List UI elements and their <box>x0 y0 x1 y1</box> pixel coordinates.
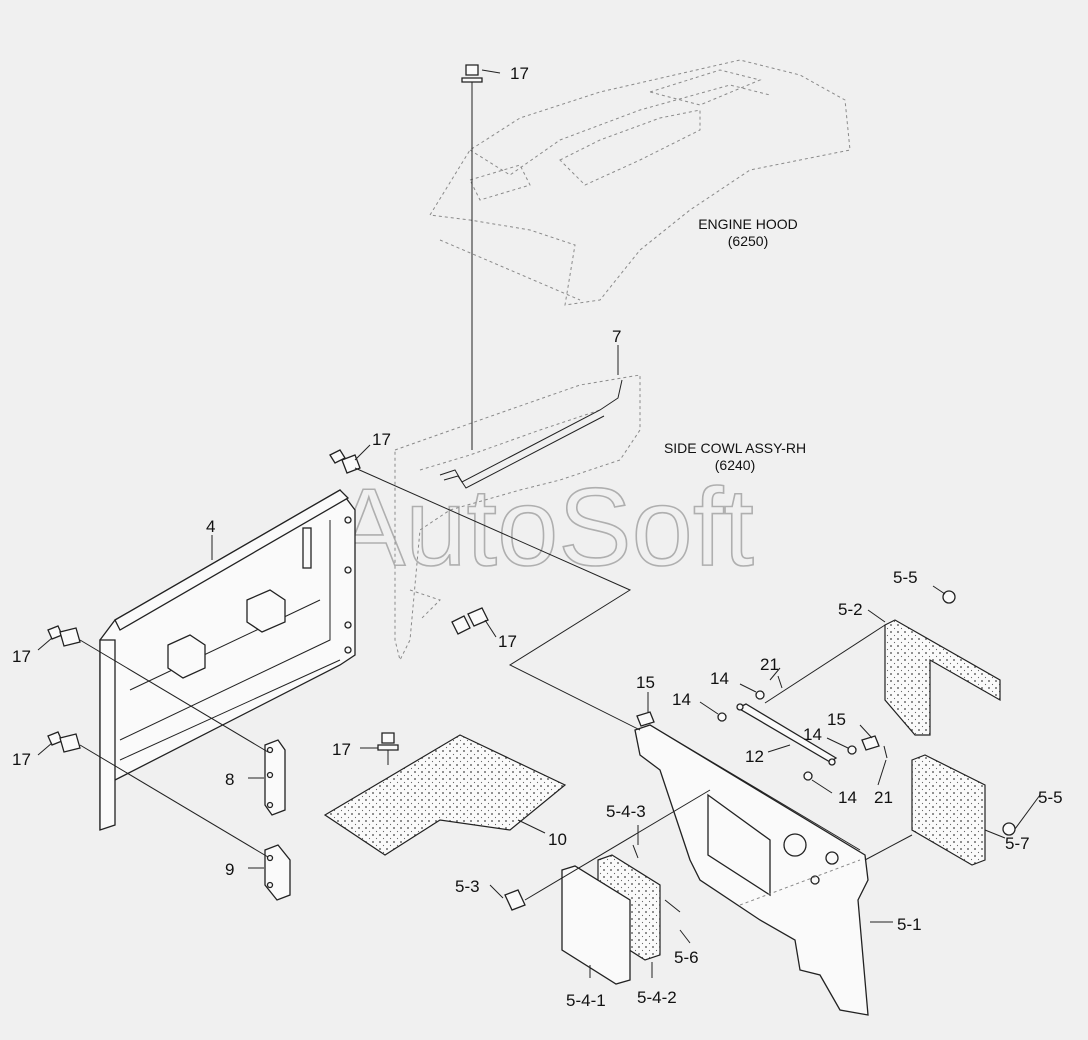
callout-5-5-top: 5-5 <box>893 568 918 587</box>
panel-5-1 <box>634 724 869 1016</box>
panel-4 <box>99 489 356 831</box>
callout-5-4-1: 5-4-1 <box>566 991 606 1010</box>
callout-5-4-2: 5-4-2 <box>637 988 677 1007</box>
callout-14-a: 14 <box>672 690 691 709</box>
callout-17-left-top: 17 <box>12 647 31 666</box>
rod-7 <box>439 379 623 489</box>
callout-5-4-3: 5-4-3 <box>606 802 646 821</box>
side-cowl-code: (6240) <box>715 457 755 473</box>
callout-5-6: 5-6 <box>674 948 699 967</box>
callout-4: 4 <box>206 517 215 536</box>
callout-14-b: 14 <box>710 669 729 688</box>
callout-5-3: 5-3 <box>455 877 480 896</box>
callout-7: 7 <box>612 327 621 346</box>
callout-10: 10 <box>548 830 567 849</box>
watermark-text: AutoSoft <box>332 466 754 589</box>
engine-hood-code: (6250) <box>728 233 768 249</box>
callout-21-a: 21 <box>760 655 779 674</box>
callout-5-5-right: 5-5 <box>1038 788 1063 807</box>
callout-21-b: 21 <box>874 788 893 807</box>
callout-5-7: 5-7 <box>1005 834 1030 853</box>
callout-5-2: 5-2 <box>838 600 863 619</box>
side-cowl-label: SIDE COWL ASSY-RH <box>664 440 806 456</box>
bracket-8 <box>264 739 286 816</box>
pad-5-7 <box>911 754 986 866</box>
plate-10 <box>323 734 567 856</box>
callout-17-panel: 17 <box>498 632 517 651</box>
bracket-9 <box>264 844 291 901</box>
engine-hood-label: ENGINE HOOD <box>698 216 798 232</box>
callout-17-plate: 17 <box>332 740 351 759</box>
callout-15-b: 15 <box>827 710 846 729</box>
callout-8: 8 <box>225 770 234 789</box>
callout-15-a: 15 <box>636 673 655 692</box>
rod-12 <box>736 703 838 766</box>
fasteners <box>47 64 1016 911</box>
callout-14-d: 14 <box>838 788 857 807</box>
callout-9: 9 <box>225 860 234 879</box>
callout-17-top: 17 <box>510 64 529 83</box>
callout-17-upper: 17 <box>372 430 391 449</box>
callout-17-left-bottom: 17 <box>12 750 31 769</box>
callout-14-c: 14 <box>803 725 822 744</box>
side-cowl-outline <box>394 374 641 662</box>
engine-hood-outline <box>429 59 851 306</box>
callout-12: 12 <box>745 747 764 766</box>
leader-lines <box>37 69 1041 978</box>
bracket-5-2 <box>884 619 1001 736</box>
plates-5-4 <box>561 854 681 985</box>
callout-5-1: 5-1 <box>897 915 922 934</box>
